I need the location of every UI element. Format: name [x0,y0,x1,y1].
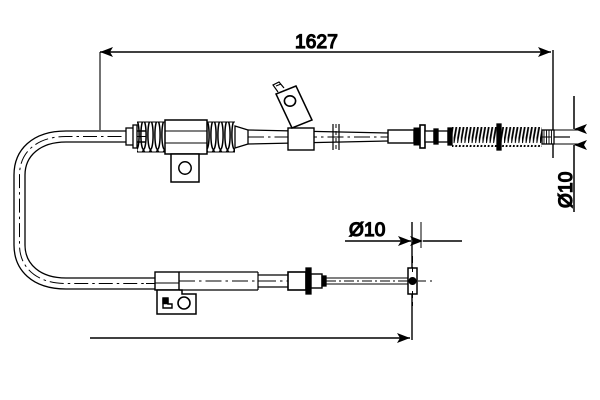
coil-spring-sheath-upper [452,123,542,151]
cable-tube-lower [179,271,300,291]
ferrule-left-upper [125,124,138,149]
dimension-overall-length: 1627 [99,31,554,158]
cable-taper-upper [234,125,249,149]
bellows-boot-left [137,121,165,153]
dimension-label-end-diameter-lower: Ø10 [349,220,386,241]
dimension-label-overall-length: 1627 [295,32,338,53]
dimension-end-diameter-lower: Ø10 [345,219,462,340]
cable-wire-lower [326,277,412,285]
threaded-end-upper [541,129,570,145]
dimension-end-diameter-upper: Ø10 [553,96,587,212]
cable-tube-upper [247,129,390,145]
ferrule-lower [287,267,327,295]
cable-eyelet-lower [407,256,432,306]
cable-sheath-upper-bend [13,130,146,290]
clip-bracket-lower [154,271,197,315]
bracket-hole-upper [178,161,192,175]
collar-assembly-upper [387,124,453,149]
clip-hole-upper [283,95,297,108]
dimension-label-end-diameter-upper: Ø10 [556,171,577,208]
retaining-clip-upper [272,81,315,151]
break-marks-upper [332,124,340,150]
clip-bracket-hole-lower [177,296,191,310]
mounting-bracket-upper [164,119,208,183]
bellows-boot-right [207,121,235,153]
